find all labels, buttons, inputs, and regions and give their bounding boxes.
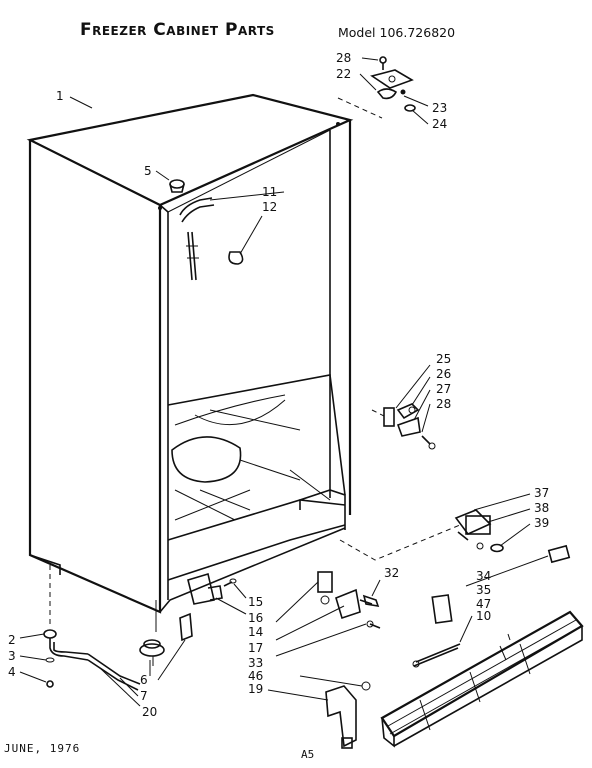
callout-label-35: 35	[476, 583, 491, 597]
callout-label-11: 11	[262, 185, 277, 199]
callout-label-34: 34	[476, 569, 491, 583]
callout-label-14: 14	[248, 625, 263, 639]
callout-label-47: 47	[476, 597, 491, 611]
callout-label-46: 46	[248, 669, 263, 683]
callout-label-6: 6	[140, 673, 148, 687]
page-code: A5	[301, 748, 315, 761]
revision-date: JUNE, 1976	[4, 742, 81, 755]
switch-34-35	[412, 544, 571, 668]
callout-label-3: 3	[8, 649, 16, 663]
drain-tube-part-11	[179, 197, 215, 281]
callout-label-22: 22	[336, 67, 351, 81]
callout-label-20: 20	[142, 705, 157, 719]
bracket-15-16	[187, 572, 247, 615]
callout-label-33: 33	[248, 656, 263, 670]
callout-label-17: 17	[248, 641, 263, 655]
clip-part-12	[228, 215, 263, 265]
callout-label-2: 2	[8, 633, 16, 647]
leader-line-part-11	[209, 191, 285, 201]
diagram-title: Freezer Cabinet Parts	[80, 20, 275, 40]
callout-label-26: 26	[436, 367, 451, 381]
cabinet-shell	[26, 93, 461, 614]
callout-label-32: 32	[384, 566, 399, 580]
callout-label-24: 24	[432, 117, 447, 131]
toe-grille-part-10	[380, 610, 584, 748]
callout-label-10: 10	[476, 609, 491, 623]
callout-label-23: 23	[432, 101, 447, 115]
bracket-37-39	[454, 493, 531, 553]
callout-label-38: 38	[534, 501, 549, 515]
bracket-14-17-33	[275, 571, 381, 657]
leader-line-part-1	[69, 96, 93, 109]
callout-label-25: 25	[436, 352, 451, 366]
callout-label-1: 1	[56, 89, 64, 103]
bracket-19-46	[267, 675, 371, 749]
callout-label-5: 5	[144, 164, 152, 178]
callout-label-16: 16	[248, 611, 263, 625]
callout-label-7: 7	[140, 689, 148, 703]
model-number: Model 106.726820	[338, 25, 456, 40]
drain-hose-2-4	[19, 565, 141, 707]
callout-label-15: 15	[248, 595, 263, 609]
callout-label-37: 37	[534, 486, 549, 500]
callout-label-28-mid: 28	[436, 397, 451, 411]
callout-label-27: 27	[436, 382, 451, 396]
callout-label-39: 39	[534, 516, 549, 530]
top-hinge-assembly	[359, 56, 429, 125]
callout-label-28-top: 28	[336, 51, 351, 65]
callout-label-12: 12	[262, 200, 277, 214]
leveling-leg-6-7	[139, 600, 193, 681]
callout-label-4: 4	[8, 665, 16, 679]
hinge-bracket-25-28	[371, 364, 436, 450]
callout-label-19: 19	[248, 682, 263, 696]
plug-part-5	[155, 170, 185, 193]
